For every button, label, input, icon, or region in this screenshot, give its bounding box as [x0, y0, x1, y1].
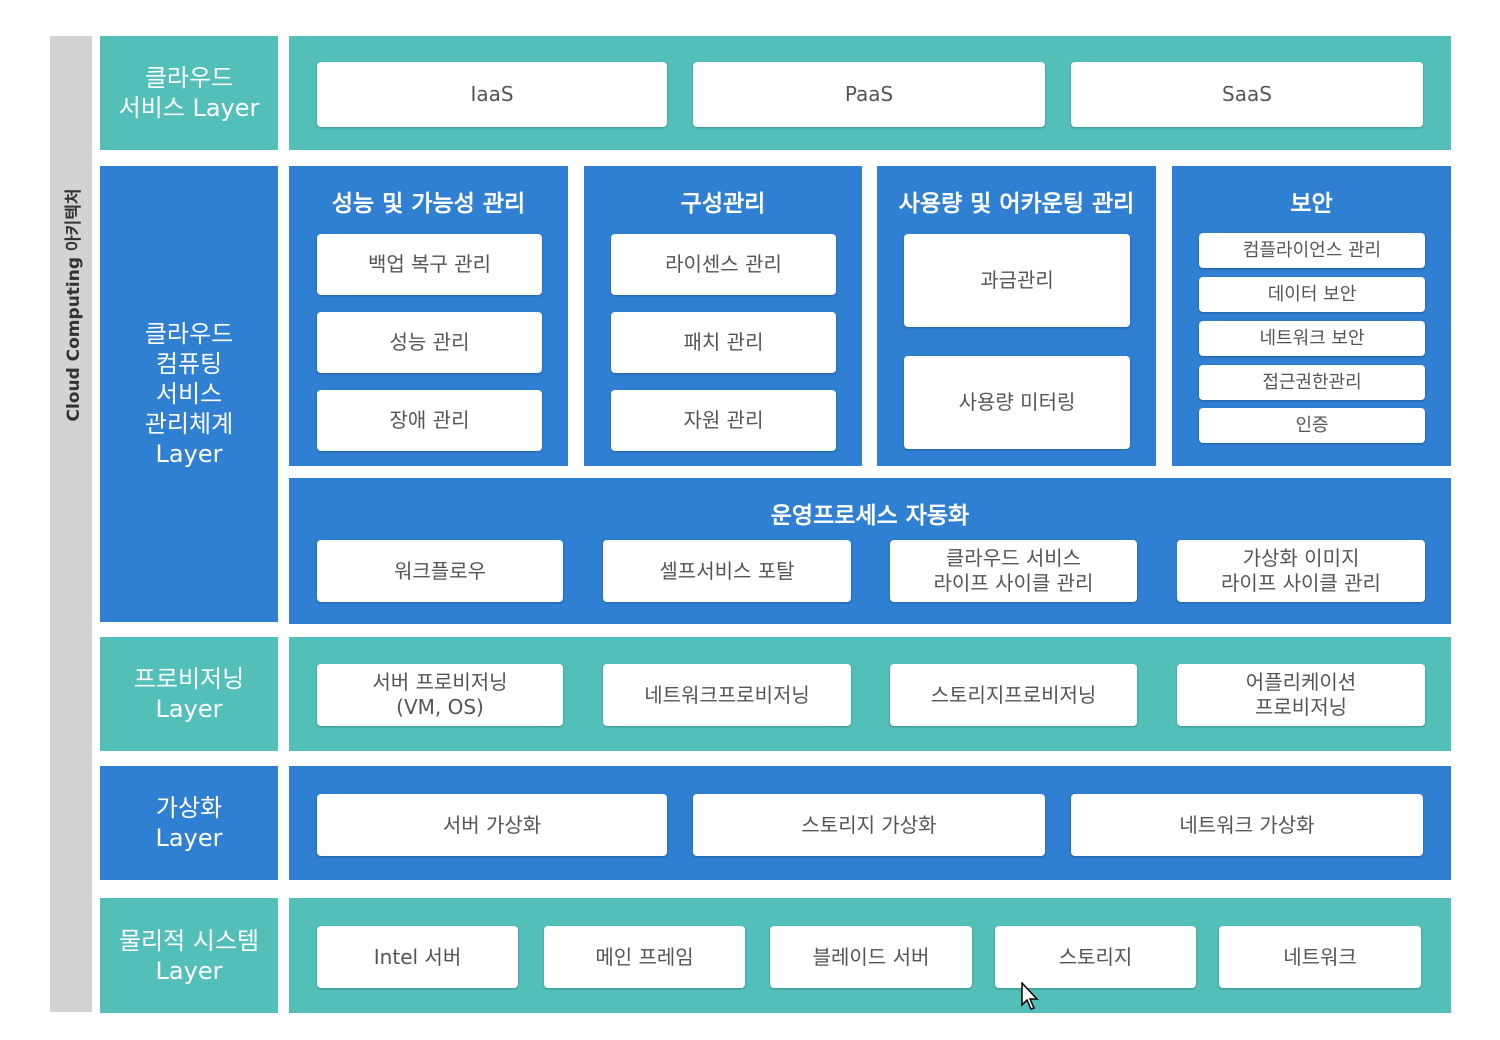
side-bar	[50, 36, 92, 1012]
management-item: 백업 복구 관리	[317, 234, 542, 295]
security-item: 컴플라이언스 관리	[1199, 233, 1425, 268]
provisioning-item: 스토리지프로비저닝	[890, 664, 1137, 726]
management-item: 라이센스 관리	[611, 234, 836, 295]
security-item: 데이터 보안	[1199, 277, 1425, 312]
provisioning-layer-label: 프로비저닝 Layer	[100, 637, 278, 751]
physical-item: 네트워크	[1219, 926, 1421, 988]
management-item: 사용량 미터링	[904, 356, 1130, 449]
management-group-title: 사용량 및 어카운팅 관리	[898, 191, 1135, 217]
physical-item: 메인 프레임	[544, 926, 745, 988]
virtualization-item: 서버 가상화	[317, 794, 667, 856]
automation-title: 운영프로세스 자동화	[770, 503, 970, 529]
automation-item: 워크플로우	[317, 540, 563, 602]
management-group-title: 구성관리	[680, 191, 766, 217]
automation-item: 셀프서비스 포탈	[603, 540, 851, 602]
virtualization-layer-label: 가상화 Layer	[100, 766, 278, 880]
service-item: PaaS	[693, 62, 1045, 127]
provisioning-item: 어플리케이션 프로비저닝	[1177, 664, 1425, 726]
management-group-title: 보안	[1290, 191, 1333, 217]
management-item: 자원 관리	[611, 390, 836, 451]
physical-item: Intel 서버	[317, 926, 518, 988]
physical-item: 스토리지	[995, 926, 1196, 988]
automation-item: 클라우드 서비스 라이프 사이클 관리	[890, 540, 1137, 602]
service-layer-label: 클라우드 서비스 Layer	[100, 36, 278, 150]
security-item: 인증	[1199, 408, 1425, 443]
management-item: 패치 관리	[611, 312, 836, 373]
management-item: 성능 관리	[317, 312, 542, 373]
management-layer-label: 클라우드 컴퓨팅 서비스 관리체계 Layer	[100, 166, 278, 622]
physical-layer-label: 물리적 시스템 Layer	[100, 898, 278, 1013]
automation-item: 가상화 이미지 라이프 사이클 관리	[1177, 540, 1425, 602]
virtualization-item: 스토리지 가상화	[693, 794, 1045, 856]
security-item: 접근권한관리	[1199, 365, 1425, 400]
management-group-title: 성능 및 가능성 관리	[331, 191, 526, 217]
side-label: Cloud Computing 아키텍처	[63, 188, 84, 422]
virtualization-item: 네트워크 가상화	[1071, 794, 1423, 856]
provisioning-item: 네트워크프로비저닝	[603, 664, 851, 726]
provisioning-item: 서버 프로비저닝 (VM, OS)	[317, 664, 563, 726]
security-item: 네트워크 보안	[1199, 321, 1425, 356]
service-item: SaaS	[1071, 62, 1423, 127]
service-item: IaaS	[317, 62, 667, 127]
management-item: 과금관리	[904, 234, 1130, 327]
physical-item: 블레이드 서버	[770, 926, 972, 988]
mouse-cursor-icon	[1021, 982, 1039, 1010]
management-item: 장애 관리	[317, 390, 542, 451]
